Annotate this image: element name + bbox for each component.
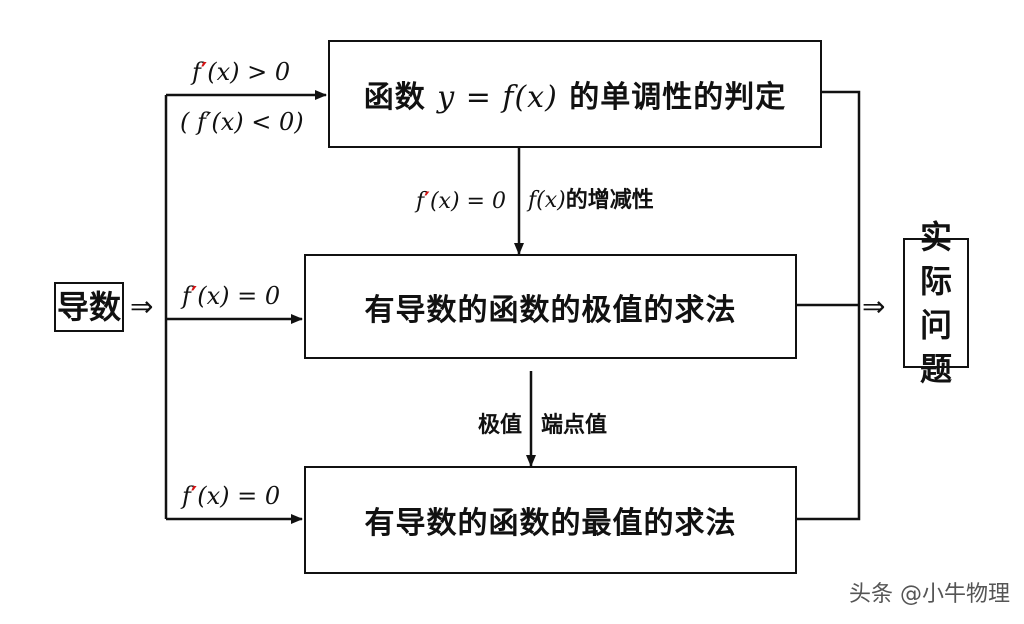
monotonicity-suffix: 的单调性的判定 [557,80,787,115]
label-prime: ′ [200,57,208,86]
label-fx: f(x) [528,188,566,213]
label-derivative-positive: f′(x) > 0 [192,57,291,86]
label-derivative-zero-extremum: f′(x) = 0 [182,281,281,310]
maxmin-box: 有导数的函数的最值的求法 [304,466,797,574]
label-extremum-value: 极值 [478,413,523,438]
watermark-text: 头条 @小牛物理 [849,582,1010,607]
label-f: f [416,189,425,214]
label-derivative-negative: ( f′(x) < 0) [180,110,304,134]
extremum-box: 有导数的函数的极值的求法 [304,254,797,359]
label-derivative-zero-maxmin: f′(x) = 0 [182,481,281,510]
label-prime: ′ [190,281,198,310]
label-condition: (x) = 0 [197,282,281,310]
label-condition: (x) = 0 [197,482,281,510]
source-implies-arrow: ⇒ [130,290,154,323]
label-f: f [182,482,191,510]
label-monotonicity-text: 的增减性 [565,188,654,213]
practical-problem-line2: 问题 [919,306,952,388]
practical-problem-box: 实际 问题 [903,218,969,388]
monotonicity-prefix: 函数 [363,80,438,115]
monotonicity-formula: y = f(x) [437,80,558,115]
derivative-source-label: 导数 [56,288,121,326]
label-derivative-zero-between: f′(x) = 0 [416,190,506,213]
label-condition: (x) > 0 [207,58,291,86]
label-condition-alt: ( f′(x) < 0) [180,108,304,136]
label-prime: ′ [424,188,430,214]
derivative-source-box: 导数 [54,282,124,332]
label-endpoint-value: 端点值 [541,413,608,438]
label-condition: (x) = 0 [429,189,506,214]
label-f: f [182,282,191,310]
monotonicity-box-text: 函数 y = f(x) 的单调性的判定 [364,72,787,116]
monotonicity-box: 函数 y = f(x) 的单调性的判定 [328,40,822,148]
label-f: f [192,58,201,86]
label-prime: ′ [190,481,198,510]
label-increase-decrease: f(x)的增减性 [528,190,654,212]
extremum-box-text: 有导数的函数的极值的求法 [364,292,737,328]
maxmin-box-text: 有导数的函数的最值的求法 [364,506,737,541]
target-implies-arrow: ⇒ [862,290,886,323]
practical-problem-line1: 实际 [919,218,952,300]
